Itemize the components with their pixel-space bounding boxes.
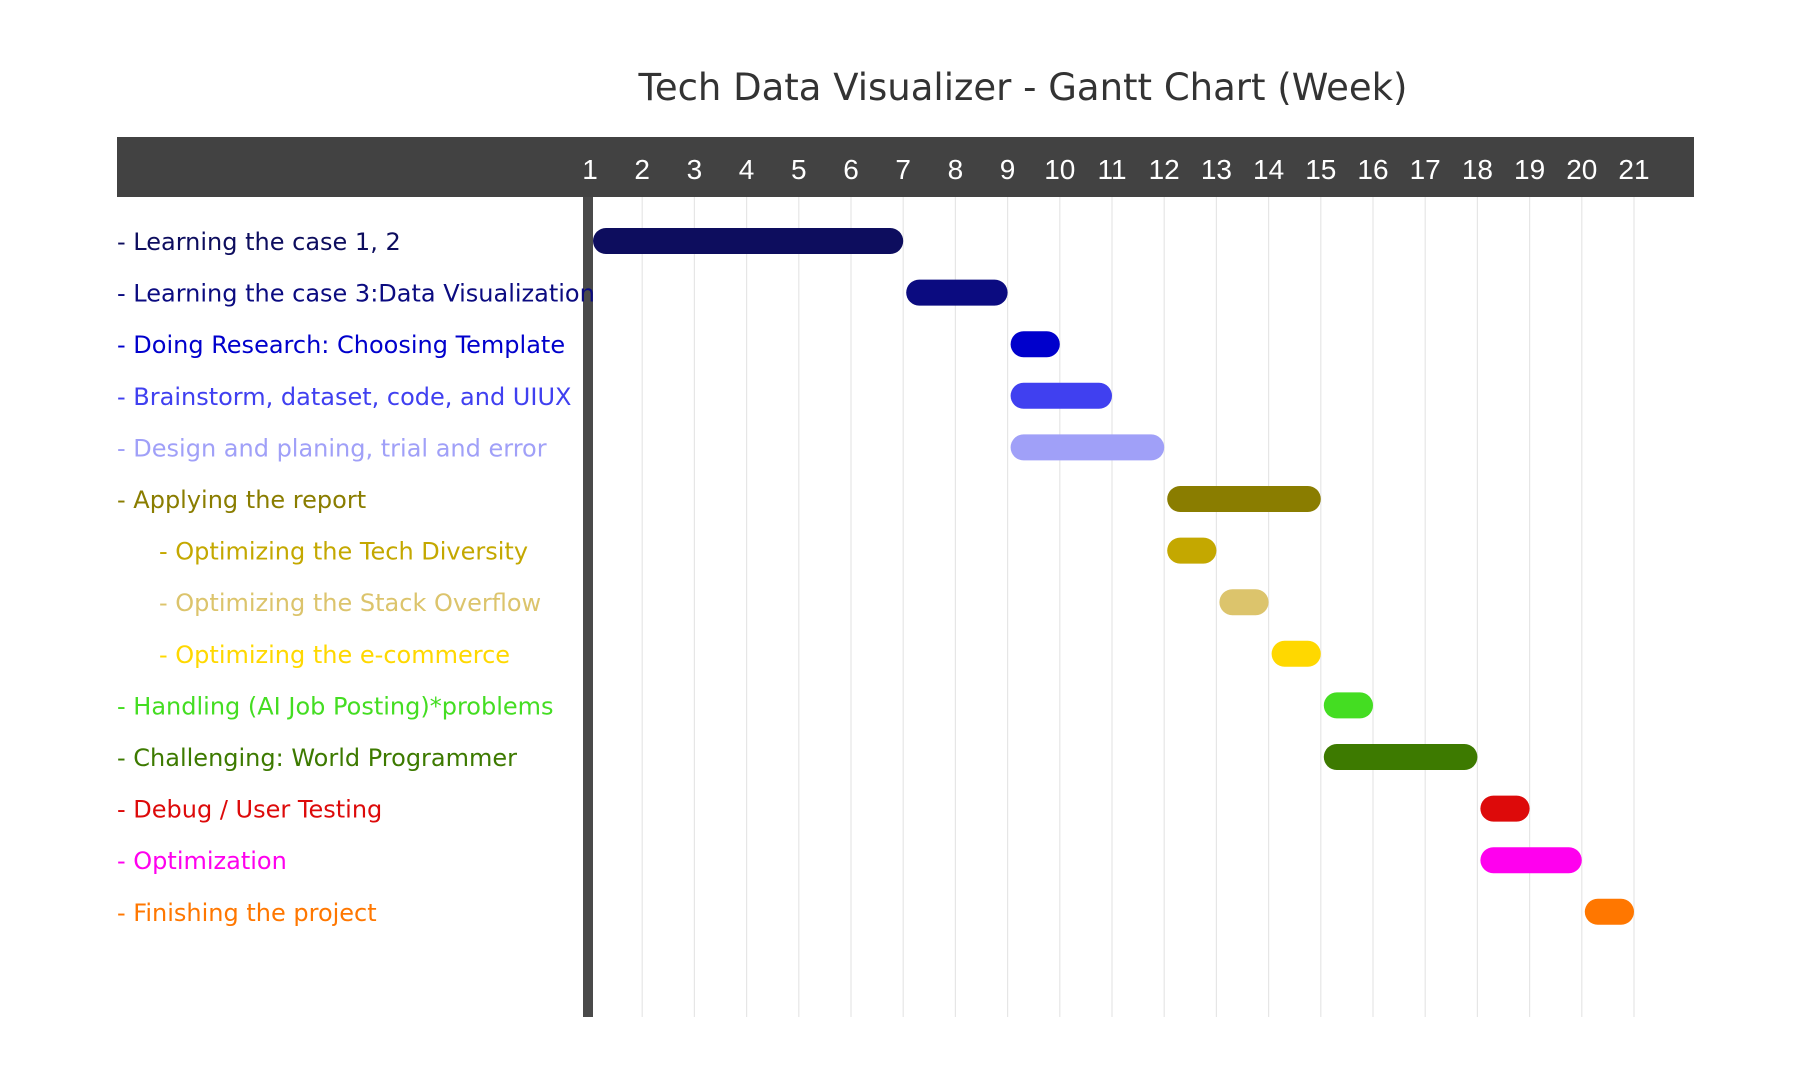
week-tick-label: 13 [1201,154,1232,185]
chart-title: Tech Data Visualizer - Gantt Chart (Week… [638,66,1408,109]
week-tick-label: 11 [1097,154,1126,185]
week-tick-label: 18 [1462,154,1493,185]
task-bar [1167,537,1217,564]
start-axis-line [583,197,593,1017]
task-bar [1480,795,1530,822]
task-labels: - Learning the case 1, 2 - Learning the c… [117,228,595,927]
timeline-header [117,137,1694,197]
task-bar [1219,589,1269,616]
week-tick-label: 14 [1253,154,1284,185]
week-tick-label: 8 [948,154,964,185]
task-bar [906,279,1008,306]
week-tick-label: 16 [1357,154,1388,185]
week-tick-label: 9 [1000,154,1016,185]
task-bar [1323,692,1373,719]
task-bar [1323,744,1478,770]
week-tick-label: 20 [1566,154,1597,185]
task-bar [1010,331,1060,358]
task-label: - Brainstorm, dataset, code, and UIUX [117,383,571,411]
task-label: - Optimizing the Tech Diversity [159,538,528,566]
task-label: - Learning the case 3:Data Visualization [117,280,595,308]
task-label: - Learning the case 1, 2 [117,228,401,256]
week-tick-label: 7 [895,154,911,185]
week-tick-label: 2 [634,154,650,185]
task-label: - Optimization [117,847,287,875]
week-tick-label: 5 [791,154,807,185]
task-bar [593,228,904,254]
week-tick-label: 6 [843,154,859,185]
task-bar [1480,847,1582,874]
task-bars [593,228,1634,925]
task-bar [1584,898,1634,925]
task-label: - Challenging: World Programmer [117,744,517,772]
task-label: - Optimizing the Stack Overflow [159,589,541,617]
task-label: - Debug / User Testing [117,796,382,824]
task-label: - Applying the report [117,486,366,514]
week-tick-label: 3 [687,154,703,185]
task-label: - Finishing the project [117,899,377,927]
task-label: - Optimizing the e-commerce [159,641,510,669]
task-bar [1010,382,1112,409]
task-bar [1010,434,1165,461]
task-bar [1271,640,1321,667]
week-tick-label: 4 [739,154,755,185]
week-tick-label: 12 [1149,154,1180,185]
week-tick-label: 21 [1618,154,1649,185]
week-tick-label: 10 [1044,154,1075,185]
week-tick-label: 17 [1410,154,1441,185]
week-tick-label: 1 [582,154,598,185]
week-tick-label: 19 [1514,154,1545,185]
task-bar [1167,486,1321,512]
gridlines [641,197,1635,1017]
task-label: - Doing Research: Choosing Template [117,331,565,359]
task-label: - Design and planing, trial and error [117,434,547,462]
week-tick-label: 15 [1305,154,1336,185]
task-label: - Handling (AI Job Posting)*problems [117,692,554,720]
